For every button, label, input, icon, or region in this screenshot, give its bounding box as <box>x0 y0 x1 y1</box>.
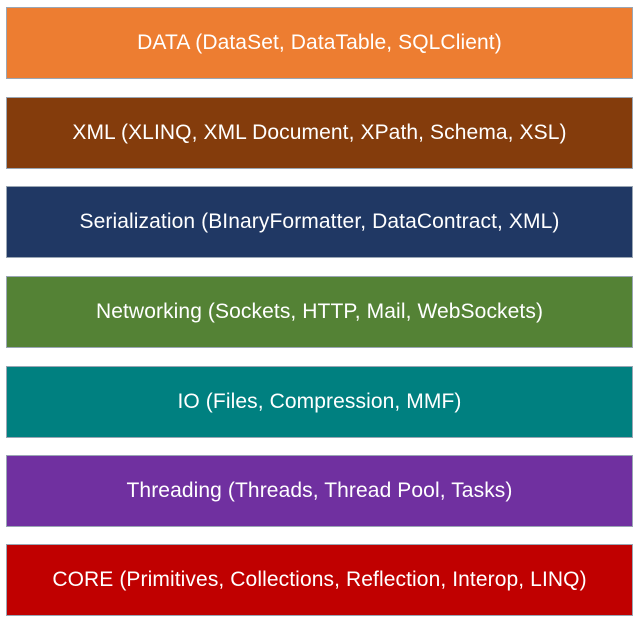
layer-threading: Threading (Threads, Thread Pool, Tasks) <box>6 455 633 527</box>
layer-data: DATA (DataSet, DataTable, SQLClient) <box>6 7 633 79</box>
layer-io: IO (Files, Compression, MMF) <box>6 366 633 438</box>
layer-core: CORE (Primitives, Collections, Reflectio… <box>6 544 633 616</box>
layer-core-label: CORE (Primitives, Collections, Reflectio… <box>52 568 587 591</box>
layer-data-label: DATA (DataSet, DataTable, SQLClient) <box>137 31 502 54</box>
layer-xml-label: XML (XLINQ, XML Document, XPath, Schema,… <box>72 121 567 144</box>
layer-xml: XML (XLINQ, XML Document, XPath, Schema,… <box>6 97 633 169</box>
layer-serialization: Serialization (BInaryFormatter, DataCont… <box>6 186 633 258</box>
layer-io-label: IO (Files, Compression, MMF) <box>177 390 462 413</box>
layer-networking: Networking (Sockets, HTTP, Mail, WebSock… <box>6 276 633 348</box>
layer-networking-label: Networking (Sockets, HTTP, Mail, WebSock… <box>95 300 544 323</box>
layer-threading-label: Threading (Threads, Thread Pool, Tasks) <box>126 479 513 502</box>
layer-serialization-label: Serialization (BInaryFormatter, DataCont… <box>79 210 560 233</box>
